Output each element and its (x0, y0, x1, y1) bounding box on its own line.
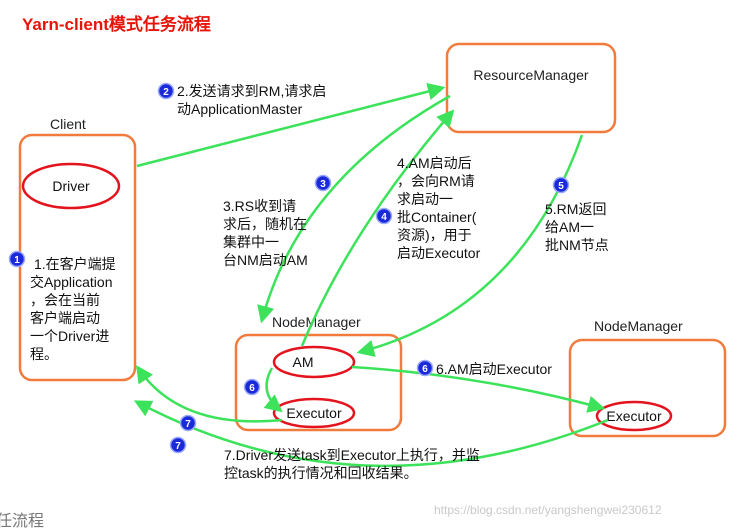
step-1-badge (8, 250, 26, 268)
arrow-am-to-executor-2 (351, 365, 606, 413)
step-1-line-4: 客户端启动 (30, 310, 100, 326)
node-manager-2-box (568, 338, 727, 438)
step-3-line-2: 求后，随机在 (223, 216, 307, 232)
step-6-badge-b-number: 6 (422, 364, 428, 375)
arrow-rm-to-nm (257, 94, 451, 324)
step-5-badge-number: 5 (558, 181, 564, 192)
step-4-badge (375, 207, 393, 225)
step-1-line-5: 一个Driver进 (30, 328, 109, 344)
step-5-line-1: 5.RM返回 (545, 201, 606, 217)
resource-manager-label: ResourceManager (473, 67, 589, 83)
step-2-badge (157, 82, 175, 100)
step-3-line-3: 集群中一 (223, 234, 279, 250)
step-2-line-2: 动ApplicationMaster (177, 101, 303, 117)
step-3-line-4: 台NM启动AM (223, 252, 308, 268)
step-5-text: 5.RM返回 给AM一 批NM节点 (545, 201, 610, 253)
step-7-badge-a (179, 414, 197, 432)
step-7-line-2: 控task的执行情况和回收结果。 (224, 465, 418, 481)
step-1-line-1: 1.在客户端提 (34, 256, 116, 272)
arrow-am-to-rm (300, 109, 455, 347)
step-3-line-1: 3.RS收到请 (223, 198, 296, 214)
am-label: AM (293, 354, 314, 370)
resource-manager-box (445, 42, 617, 134)
step-6-badge-a-number: 6 (249, 383, 255, 394)
client-label: Client (50, 116, 86, 132)
step-4-line-1: 4.AM启动后 (397, 155, 472, 171)
step-7-badge-b-number: 7 (175, 441, 181, 452)
step-4-badge-number: 4 (381, 212, 387, 223)
step-4-text: 4.AM启动后 ，会向RM请 求启动一 批Container( 资源)，用于 启… (397, 155, 481, 261)
step-4-line-3: 求启动一 (397, 191, 453, 207)
step-4-line-4: 批Container( (397, 209, 477, 225)
step-1-line-2: 交Application (30, 274, 113, 290)
executor-2-ellipse (595, 400, 673, 432)
step-1-badge-number: 1 (14, 255, 20, 266)
step-5-badge (552, 176, 570, 194)
step-5-line-2: 给AM一 (545, 219, 594, 235)
driver-ellipse (21, 162, 121, 210)
node-manager-2-label: NodeManager (594, 318, 683, 334)
executor-2-label: Executor (606, 408, 662, 424)
node-manager-1-box (234, 333, 403, 432)
step-4-line-5: 资源)，用于 (397, 227, 472, 243)
step-1-line-3: ，会在当前 (30, 292, 100, 308)
step-2-line-1: 2.发送请求到RM,请求启 (177, 83, 326, 99)
node-manager-1-label: NodeManager (272, 314, 361, 330)
step-7-badge-b (169, 436, 187, 454)
step-3-text: 3.RS收到请 求后，随机在 集群中一 台NM启动AM (223, 198, 311, 268)
step-6-badge-b (416, 359, 434, 377)
step-6-badge-a (243, 378, 261, 396)
step-4-line-6: 启动Executor (397, 245, 481, 261)
step-5-line-3: 批NM节点 (545, 237, 609, 253)
step-7-text: 7.Driver发送task到Executor上执行，并监 控task的执行情况… (224, 447, 484, 481)
step-1-text: 1.在客户端提 交Application ，会在当前 客户端启动 一个Drive… (30, 256, 120, 362)
step-2-badge-number: 2 (163, 87, 169, 98)
arrow-executor-2-to-client (133, 400, 609, 468)
step-3-badge (314, 174, 332, 192)
executor-1-label: Executor (286, 405, 342, 421)
step-3-badge-number: 3 (320, 179, 326, 190)
step-2-text: 2.发送请求到RM,请求启 动ApplicationMaster (177, 83, 330, 117)
arrow-executor-1-to-client (136, 365, 283, 423)
arrow-client-to-rm (136, 82, 446, 168)
am-ellipse (272, 345, 356, 379)
step-6-text: 6.AM启动Executor (436, 361, 552, 377)
step-7-badge-a-number: 7 (185, 419, 191, 430)
executor-1-ellipse (272, 397, 356, 429)
diagram-title: Yarn-client模式任务流程 (22, 14, 211, 34)
watermark-text: https://blog.csdn.net/yangshengwei230612 (434, 503, 662, 517)
footer-fragment: 任流程 (0, 512, 44, 528)
step-7-line-1: 7.Driver发送task到Executor上执行，并监 (224, 447, 480, 463)
arrow-am-to-executor-1 (263, 367, 283, 413)
driver-label: Driver (52, 178, 90, 194)
step-4-line-2: ，会向RM请 (397, 173, 475, 189)
step-1-line-6: 程。 (30, 346, 58, 362)
